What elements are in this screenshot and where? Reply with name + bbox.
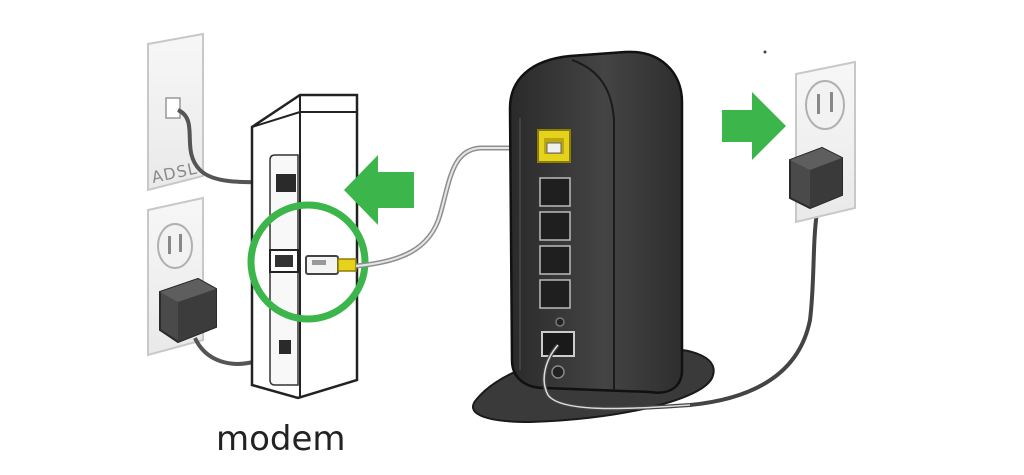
router-lan-port-4-icon [539,279,571,309]
modem-label: modem [216,419,346,459]
modem-device: modem [216,93,359,459]
router-reset-button-icon [555,317,565,327]
ethernet-port-highlight [247,201,369,323]
ethernet-plug-icon [305,255,357,275]
arrow-left-icon [344,155,414,225]
router-lan-port-3-icon [539,245,571,275]
outlet-socket-icon [157,223,193,269]
modem-dsl-port-icon [276,174,296,192]
router-lan-port-1-icon [539,177,571,207]
adsl-jack-icon [165,97,181,119]
router-device [508,50,684,394]
router-power-port-icon [541,331,575,357]
arrow-right-icon [722,92,786,160]
router-lan-port-2-icon [539,211,571,241]
router-power-adapter [789,146,843,210]
modem-power-adapter [159,277,217,344]
modem-power-port-icon [279,340,291,354]
outlet-socket-icon [805,80,845,130]
